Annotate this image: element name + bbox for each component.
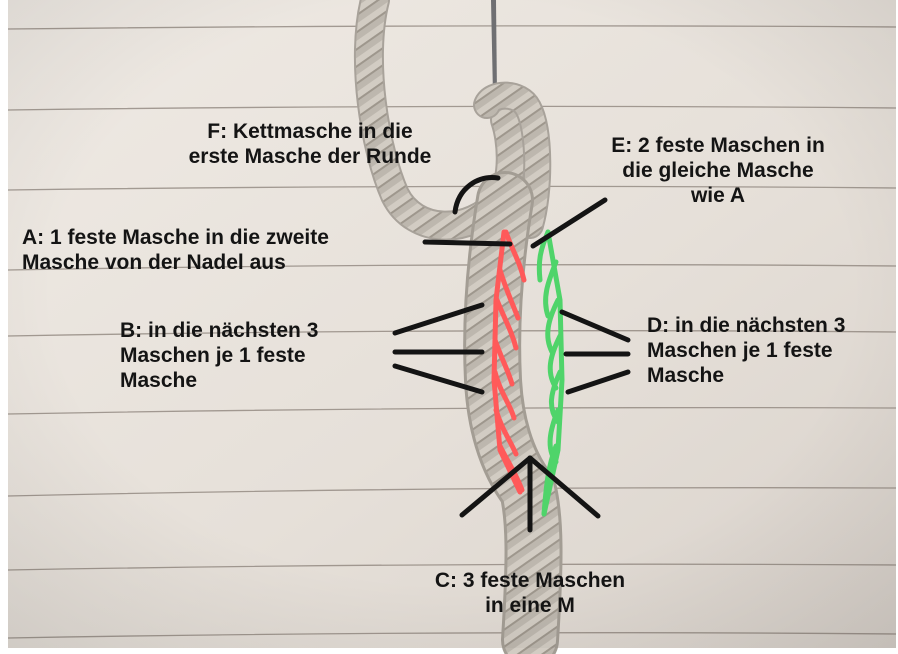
annotation-b-line1: B: in die nächsten 3 (120, 318, 318, 343)
annotation-f-line2: erste Masche der Runde (150, 144, 470, 169)
annotation-f: F: Kettmasche in die erste Masche der Ru… (150, 119, 470, 169)
annotation-e: E: 2 feste Maschen in die gleiche Masche… (568, 133, 868, 208)
annotation-f-line1: F: Kettmasche in die (150, 119, 470, 144)
annotation-d: D: in die nächsten 3 Maschen je 1 feste … (647, 313, 845, 388)
annotation-e-line3: wie A (568, 183, 868, 208)
annotation-a: A: 1 feste Masche in die zweite Masche v… (22, 225, 329, 275)
annotation-e-line1: E: 2 feste Maschen in (568, 133, 868, 158)
annotation-d-line1: D: in die nächsten 3 (647, 313, 845, 338)
annotation-b-line2: Maschen je 1 feste (120, 343, 318, 368)
annotation-c-line1: C: 3 feste Maschen (390, 568, 670, 593)
annotation-d-line3: Masche (647, 363, 845, 388)
annotation-e-line2: die gleiche Masche (568, 158, 868, 183)
annotation-b-line3: Masche (120, 368, 318, 393)
annotation-a-line1: A: 1 feste Masche in die zweite (22, 225, 329, 250)
annotation-d-line2: Maschen je 1 feste (647, 338, 845, 363)
annotation-c: C: 3 feste Maschen in eine M (390, 568, 670, 618)
annotation-c-line2: in eine M (390, 593, 670, 618)
annotation-a-line2: Masche von der Nadel aus (22, 250, 329, 275)
annotation-b: B: in die nächsten 3 Maschen je 1 feste … (120, 318, 318, 393)
